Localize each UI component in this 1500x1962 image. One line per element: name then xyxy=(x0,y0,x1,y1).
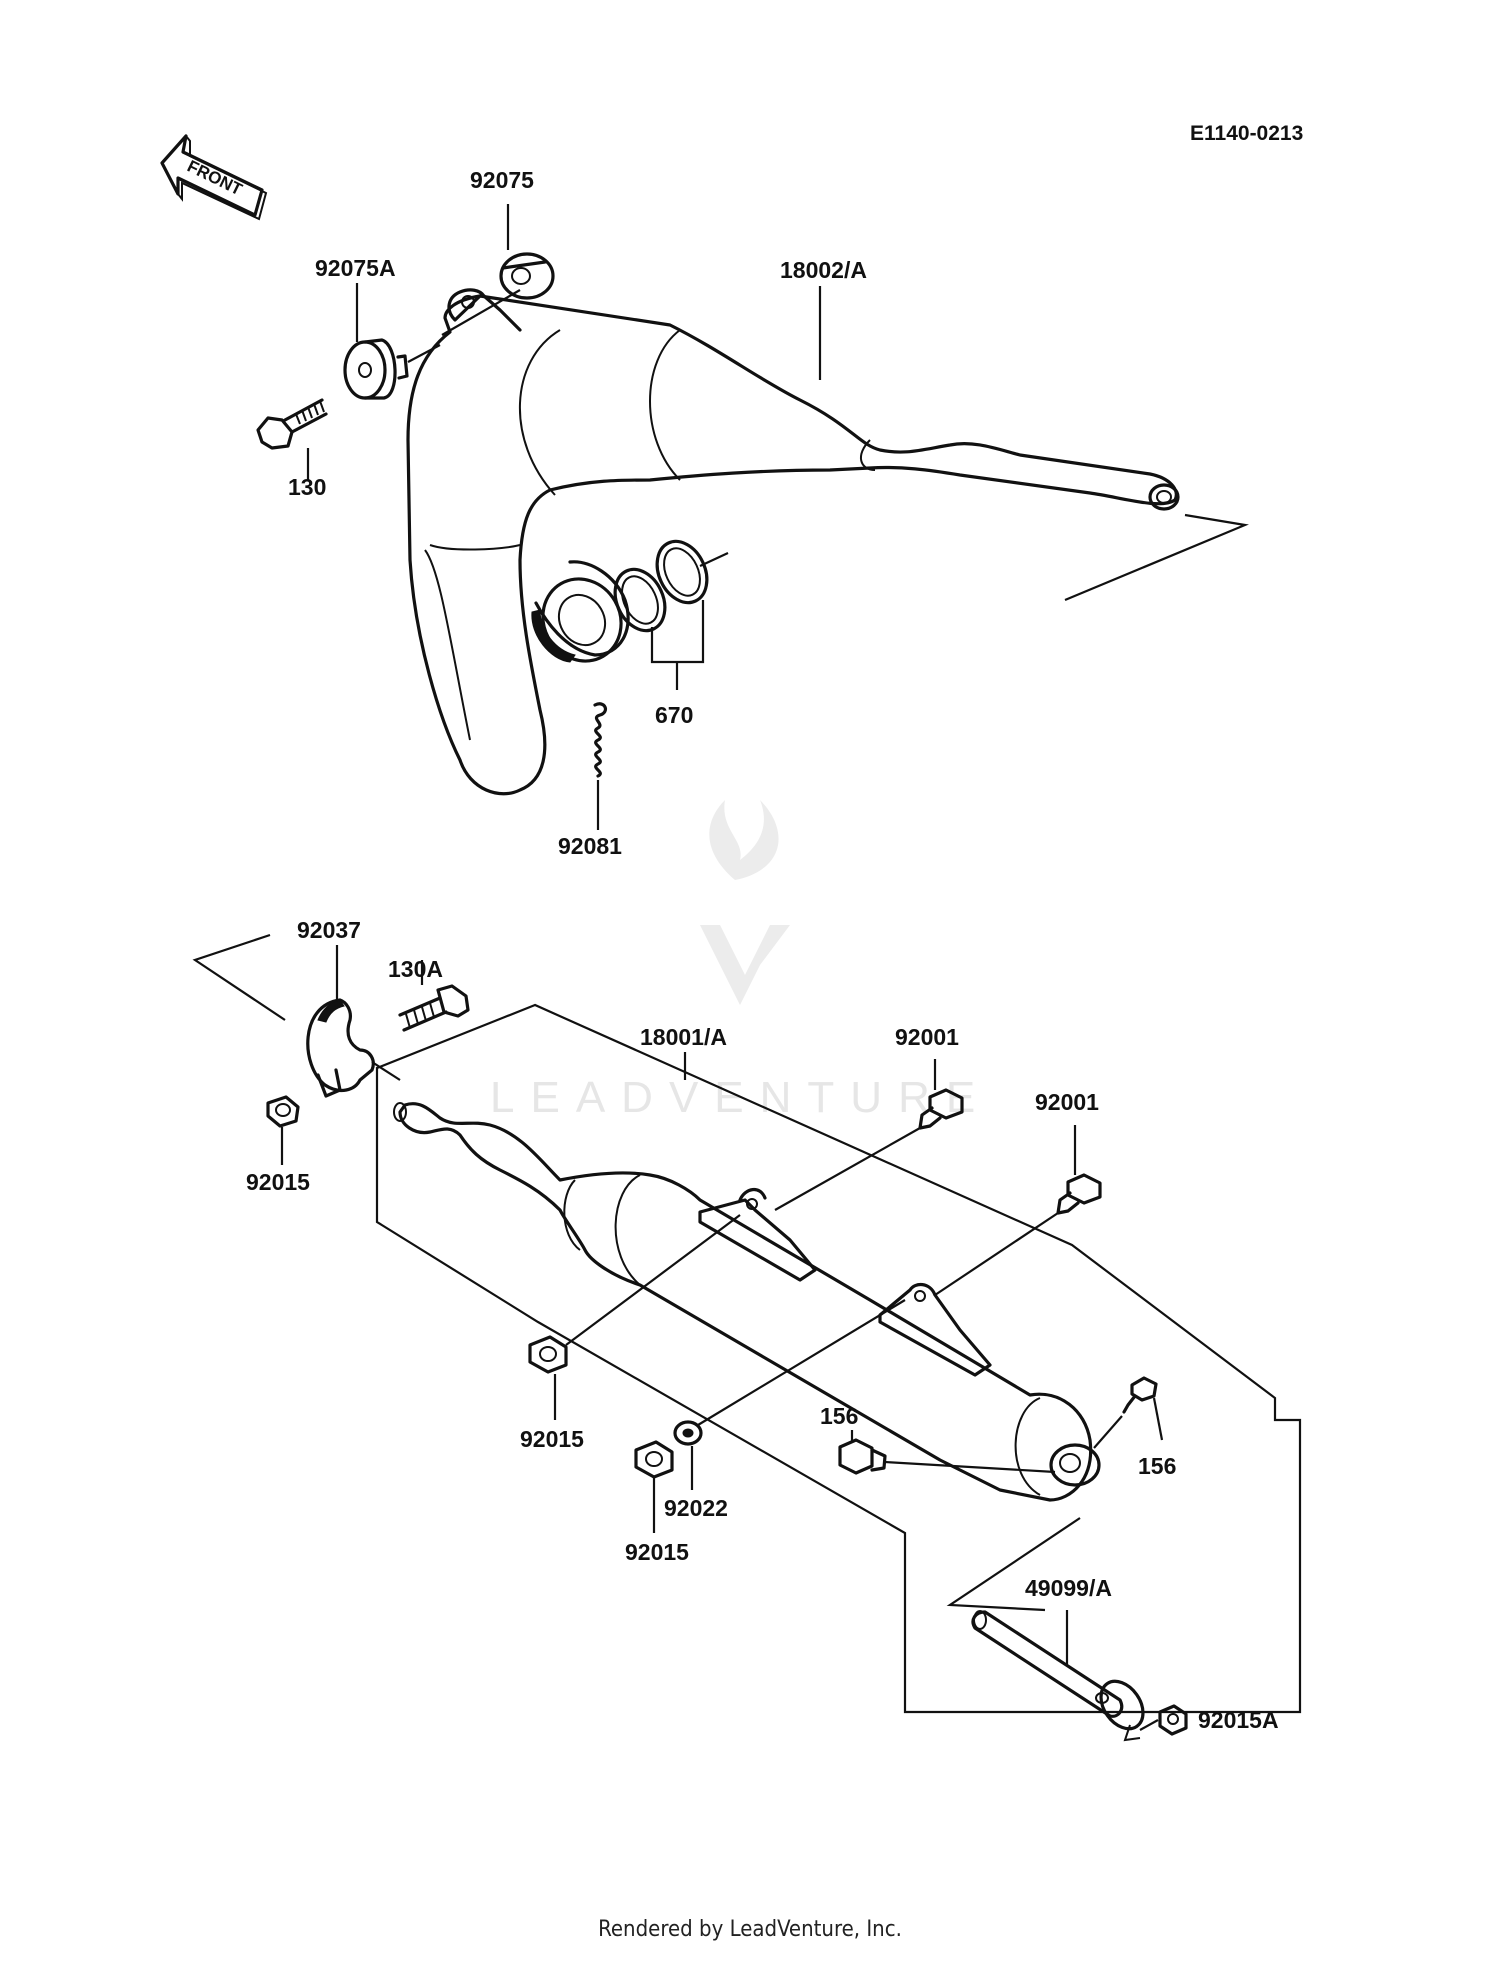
expansion-chamber-18002 xyxy=(406,288,1180,796)
label-156-left: 156 xyxy=(820,1403,858,1429)
damper-92075A xyxy=(343,338,409,400)
spring-92081 xyxy=(593,702,608,778)
nut-92015A xyxy=(1158,1704,1188,1736)
label-130A: 130A xyxy=(388,956,443,982)
label-92001-b: 92001 xyxy=(1035,1089,1099,1115)
footer-credit: Rendered by LeadVenture, Inc. xyxy=(598,1917,902,1942)
damper-92075 xyxy=(499,252,555,300)
clamp-92037 xyxy=(306,998,375,1098)
label-156-right: 156 xyxy=(1138,1453,1176,1479)
label-18002A: 18002/A xyxy=(780,257,867,283)
nut-92015-left xyxy=(266,1095,300,1128)
leadventure-watermark: LEADVENTURE xyxy=(490,800,991,1122)
nut-92015-lower xyxy=(634,1440,674,1479)
front-arrow-icon: FRONT xyxy=(160,134,268,221)
screw-156-left xyxy=(838,1438,887,1475)
label-92081: 92081 xyxy=(558,833,622,859)
bolt-130 xyxy=(256,398,328,450)
label-18001A: 18001/A xyxy=(640,1024,727,1050)
nut-92015-middle xyxy=(528,1335,568,1374)
label-49099A: 49099/A xyxy=(1025,1575,1112,1601)
diagram-code: E1140-0213 xyxy=(1190,122,1303,145)
inlet-spigot xyxy=(531,560,630,663)
label-92075A: 92075A xyxy=(315,255,396,281)
watermark-text: LEADVENTURE xyxy=(490,1073,991,1122)
bolt-92001-b xyxy=(1056,1173,1102,1215)
label-92037: 92037 xyxy=(297,917,361,943)
label-92015-middle: 92015 xyxy=(520,1426,584,1452)
label-130: 130 xyxy=(288,474,326,500)
front-label: FRONT xyxy=(184,157,246,200)
label-92015A: 92015A xyxy=(1198,1707,1279,1733)
label-670: 670 xyxy=(655,702,693,728)
o-ring-670-b xyxy=(655,539,709,605)
bolt-130A xyxy=(398,984,470,1032)
silencer-insert-49099 xyxy=(971,1610,1145,1742)
muffler-18001 xyxy=(393,1102,1101,1502)
label-92022: 92022 xyxy=(664,1495,728,1521)
screw-156-right xyxy=(1122,1376,1158,1414)
o-ring-670-a xyxy=(613,567,667,633)
label-92075: 92075 xyxy=(470,167,534,193)
label-92015-lower: 92015 xyxy=(625,1539,689,1565)
label-92015-left: 92015 xyxy=(246,1169,310,1195)
washer-92022 xyxy=(673,1420,703,1446)
label-92001-a: 92001 xyxy=(895,1024,959,1050)
